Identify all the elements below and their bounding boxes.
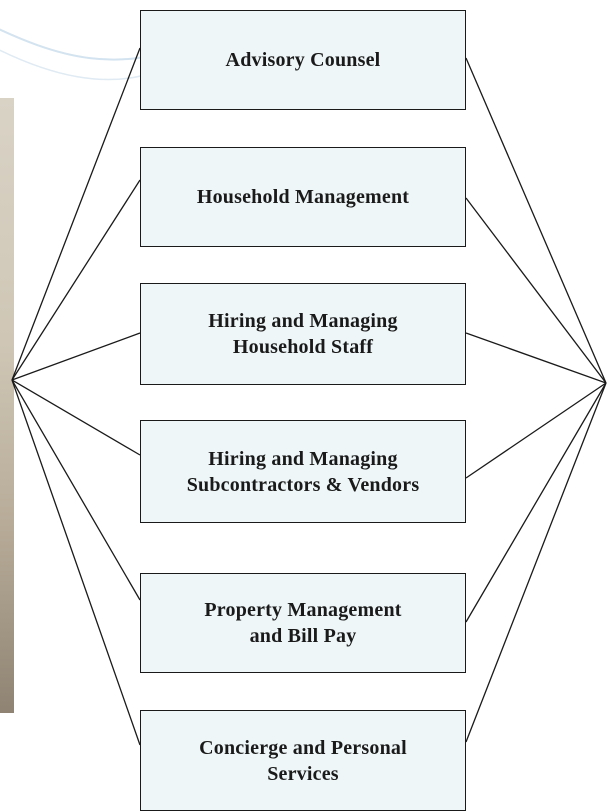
service-label: Hiring and Managing Subcontractors & Ven… xyxy=(186,447,420,496)
service-label: Concierge and Personal Services xyxy=(199,736,407,785)
connector-left-5 xyxy=(11,379,141,601)
service-label: Household Management xyxy=(196,186,410,208)
service-label: Property Management and Bill Pay xyxy=(204,599,402,647)
service-box-household-management: Household Management xyxy=(140,147,466,247)
connector-right-1 xyxy=(465,57,607,384)
service-label: Hiring and Managing Household Staff xyxy=(208,310,398,358)
connector-right-3 xyxy=(465,332,607,384)
connector-right-4 xyxy=(465,382,607,479)
service-box-subcontractors-vendors: Hiring and Managing Subcontractors & Ven… xyxy=(140,420,466,523)
service-box-property-management: Property Management and Bill Pay xyxy=(140,573,466,673)
service-box-advisory-counsel: Advisory Counsel xyxy=(140,10,466,110)
connector-left-2 xyxy=(11,179,141,381)
connector-right-5 xyxy=(465,382,607,623)
connector-left-4 xyxy=(11,379,141,456)
connector-left-1 xyxy=(11,47,141,381)
service-box-household-staff: Hiring and Managing Household Staff xyxy=(140,283,466,385)
connector-left-3 xyxy=(11,332,141,381)
service-label: Advisory Counsel xyxy=(225,49,381,71)
connector-left-6 xyxy=(11,379,141,746)
connector-right-6 xyxy=(465,382,607,743)
connector-right-2 xyxy=(465,197,607,384)
portrait-photo xyxy=(0,98,14,713)
service-box-concierge: Concierge and Personal Services xyxy=(140,710,466,811)
